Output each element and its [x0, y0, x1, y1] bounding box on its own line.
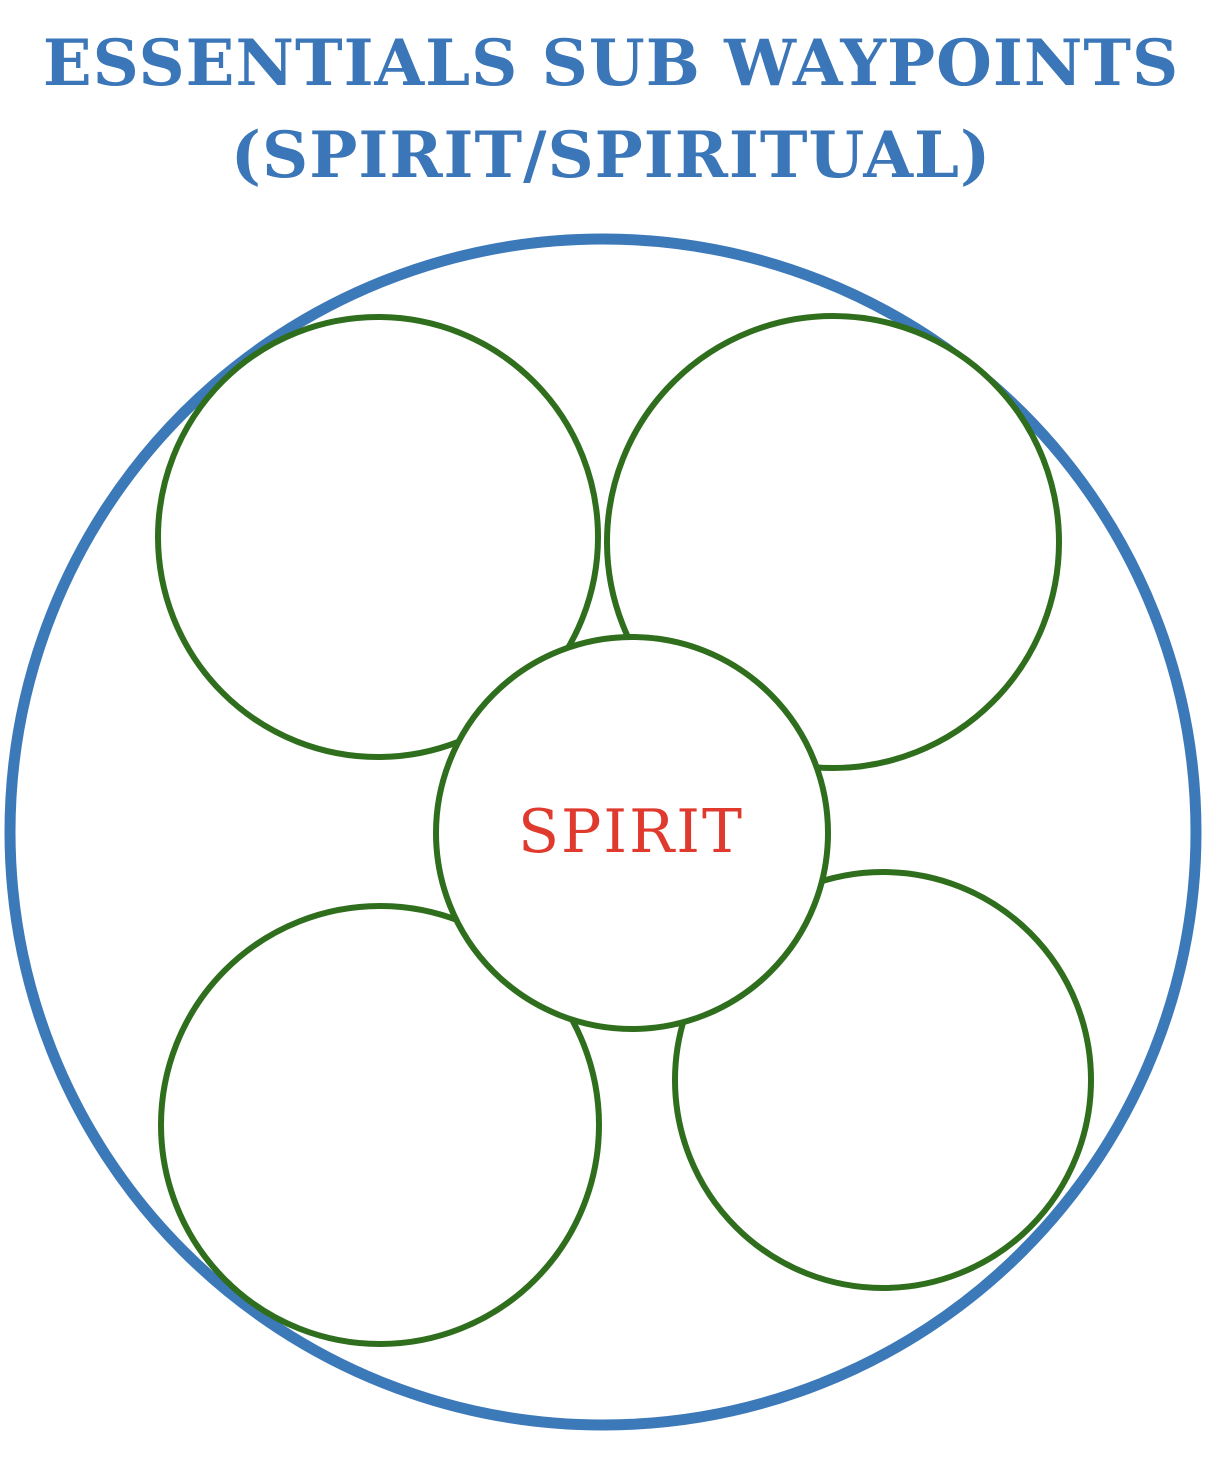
sub-waypoint-circle-bottom-right	[672, 869, 1094, 1291]
title-line-2: (SPIRIT/SPIRITUAL)	[230, 118, 992, 193]
spirit-center-label: SPIRIT	[518, 797, 744, 867]
spirit-center-circle	[433, 634, 831, 1032]
sub-waypoint-circle-top-left	[155, 314, 601, 760]
outer-ring	[4, 233, 1202, 1431]
title-line-1: ESSENTIALS SUB WAYPOINTS	[42, 26, 1180, 101]
sub-waypoint-circle-bottom-left	[158, 903, 602, 1347]
